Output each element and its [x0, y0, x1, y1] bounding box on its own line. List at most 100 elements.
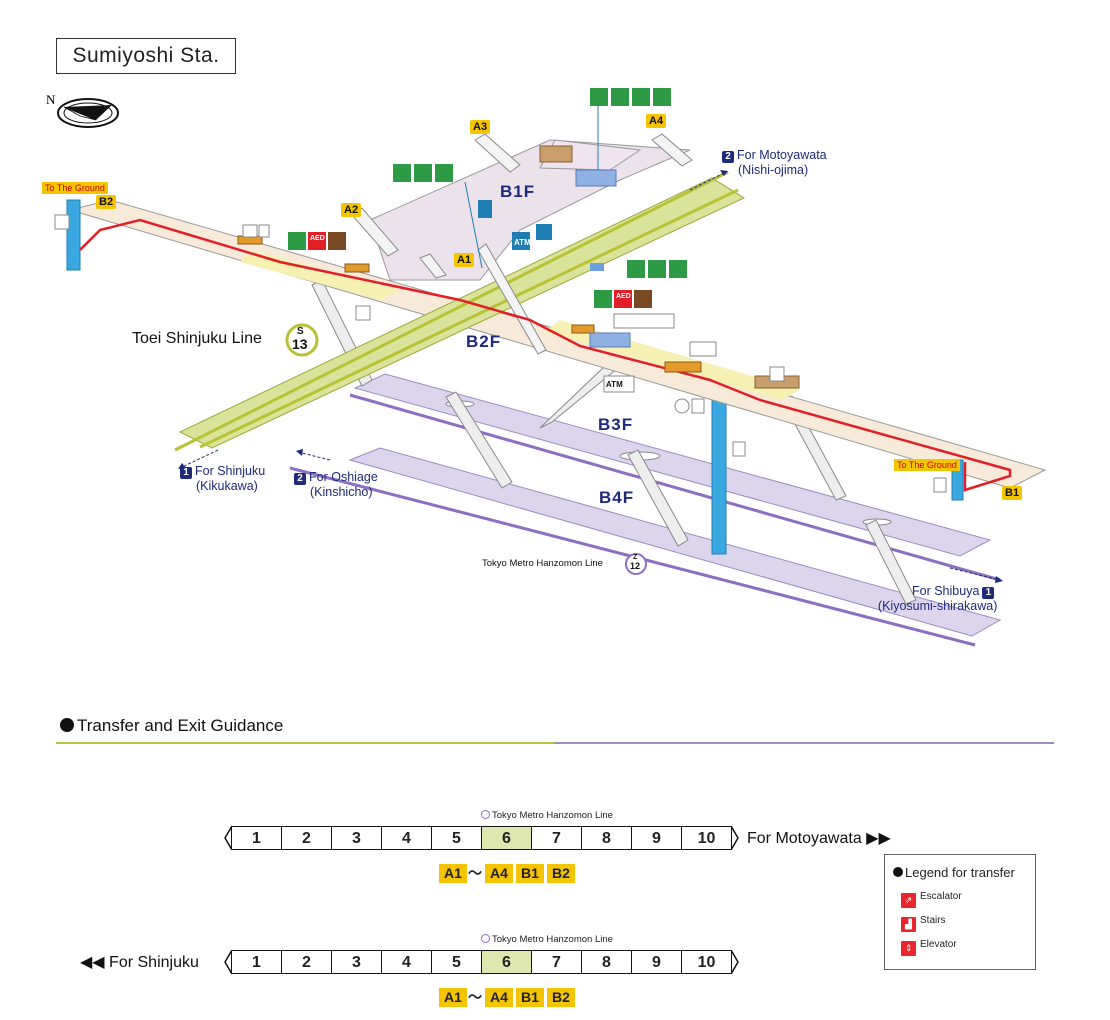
- to-ground-label-b1: To The Ground: [894, 459, 960, 471]
- toei-line-code-icon: [285, 323, 319, 357]
- floor-label-b1f: B1F: [500, 182, 536, 201]
- guidance-heading: Transfer and Exit Guidance: [60, 716, 283, 736]
- train-row-2: 1 2 3 4 5 6 7 8 9 10: [224, 950, 744, 976]
- car-10: 10: [681, 826, 732, 850]
- atm-label-b1f: ATM: [514, 238, 531, 247]
- car-8: 8: [581, 950, 632, 974]
- exit-b2-badge: B2: [96, 195, 117, 209]
- facility-icons-b1f-right: [512, 224, 687, 278]
- toei-line-label: Toei Shinjuku Line: [132, 330, 262, 347]
- legend-item-elevator: ⇕Elevator: [901, 939, 957, 956]
- car-3: 3: [331, 950, 382, 974]
- direction-arrows: [179, 171, 1001, 581]
- exit-tilde: ～: [468, 865, 482, 881]
- legend-title-text: Legend for transfer: [905, 865, 1015, 880]
- guidance-heading-text: Transfer and Exit Guidance: [77, 716, 284, 735]
- floor-label-b4f: B4F: [599, 488, 635, 507]
- transfer-note-row2: Tokyo Metro Hanzomon Line: [481, 934, 613, 945]
- hanzomon-line-code-icon: [625, 553, 647, 575]
- toei-track-1: [174, 170, 729, 452]
- car-4: 4: [381, 950, 432, 974]
- car-10: 10: [681, 950, 732, 974]
- exit-a1-badge: A1: [454, 253, 475, 267]
- b4f-platform: [348, 447, 1002, 637]
- hanzomon-line-label: Tokyo Metro Hanzomon Line: [482, 558, 603, 569]
- direction-sub: (Kiyosumi-shirakawa): [877, 599, 998, 613]
- hanzomon-code-letter: Z: [633, 554, 638, 561]
- facility-icons-b2f-right: [594, 290, 947, 493]
- train-nose-right-icon: [731, 826, 739, 850]
- direction-number: 1: [982, 587, 995, 599]
- direction-main: For Motoyawata: [737, 148, 827, 162]
- station-map-svg: N: [46, 88, 1047, 647]
- legend-title: Legend for transfer: [893, 865, 1015, 880]
- guidance-divider: [56, 742, 1054, 744]
- legend-item-label: Stairs: [920, 915, 946, 926]
- compass-letter: N: [46, 92, 56, 107]
- hanzomon-code-number: 12: [630, 561, 641, 571]
- exits-row-2: A1 ～ A4 B1 B2: [439, 988, 579, 1008]
- stairs-icon: ▟: [901, 917, 916, 932]
- toei-code-letter: S: [297, 326, 304, 337]
- exit-b1-badge: B1: [1002, 486, 1023, 500]
- car-3: 3: [331, 826, 382, 850]
- train-nose-left-icon: [224, 826, 232, 850]
- exit-badge: A1: [439, 988, 467, 1007]
- exit-stairs: [351, 133, 693, 355]
- compass-icon: [57, 98, 119, 128]
- legend-item-escalator: ⇗Escalator: [901, 891, 962, 908]
- exit-badge: B1: [516, 988, 544, 1007]
- direction-main: For Shibuya: [912, 584, 980, 598]
- station-map: N: [42, 88, 1047, 647]
- direction-number: 2: [294, 473, 306, 485]
- atm-label-b2f: ATM: [606, 380, 623, 389]
- transfer-note-text: Tokyo Metro Hanzomon Line: [492, 934, 613, 945]
- exit-badge: A1: [439, 864, 467, 883]
- train-nose-right-icon: [731, 950, 739, 974]
- direction-number: 1: [180, 467, 192, 479]
- direction-main: For Shinjuku: [195, 464, 266, 478]
- to-ground-label-b2: To The Ground: [42, 182, 108, 194]
- elevator-icon: ⇕: [901, 941, 916, 956]
- hanzomon-ring-icon: [481, 934, 490, 943]
- direction-sub: (Kikukawa): [196, 479, 258, 493]
- car-6-highlight: 6: [481, 950, 532, 974]
- floor-label-b3f: B3F: [598, 415, 634, 434]
- transfer-legend: Legend for transfer ⇗Escalator ▟ Stairs ⇕…: [884, 854, 1036, 970]
- exit-badge: B2: [547, 988, 575, 1007]
- car-8: 8: [581, 826, 632, 850]
- car-9: 9: [631, 950, 682, 974]
- toei-track-2: [199, 188, 739, 449]
- exit-badge: A4: [485, 864, 513, 883]
- toei-code-number: 13: [292, 336, 308, 352]
- exit-badge: B1: [516, 864, 544, 883]
- b1f-concourse: [369, 139, 691, 281]
- direction-sub: (Kinshicho): [310, 485, 373, 499]
- aed-label-left: AED: [310, 235, 325, 242]
- hanzomon-ring-icon: [481, 810, 490, 819]
- car-7: 7: [531, 826, 582, 850]
- floor-label-b2f: B2F: [466, 332, 502, 351]
- facility-icons-b1f-top: [590, 88, 671, 170]
- legend-item-label: Escalator: [920, 891, 962, 902]
- facility-icons-b2f-left: [54, 214, 371, 321]
- exits-row-1: A1 ～ A4 B1 B2: [439, 864, 579, 884]
- direction-number: 2: [722, 151, 734, 163]
- row1-direction: For Motoyawata ▶▶: [747, 830, 891, 847]
- exit-a3-badge: A3: [470, 120, 491, 134]
- row2-direction: ◀◀ For Shinjuku: [80, 954, 199, 971]
- transfer-note-row1: Tokyo Metro Hanzomon Line: [481, 810, 613, 821]
- car-4: 4: [381, 826, 432, 850]
- car-2: 2: [281, 950, 332, 974]
- transfer-note-text: Tokyo Metro Hanzomon Line: [492, 810, 613, 821]
- bullet-icon: [60, 718, 74, 732]
- exit-tilde: ～: [468, 989, 482, 1005]
- facility-icons-b1f-left: [393, 164, 492, 269]
- car-7: 7: [531, 950, 582, 974]
- car-9: 9: [631, 826, 682, 850]
- station-title: Sumiyoshi Sta.: [56, 38, 236, 74]
- car-5: 5: [431, 826, 482, 850]
